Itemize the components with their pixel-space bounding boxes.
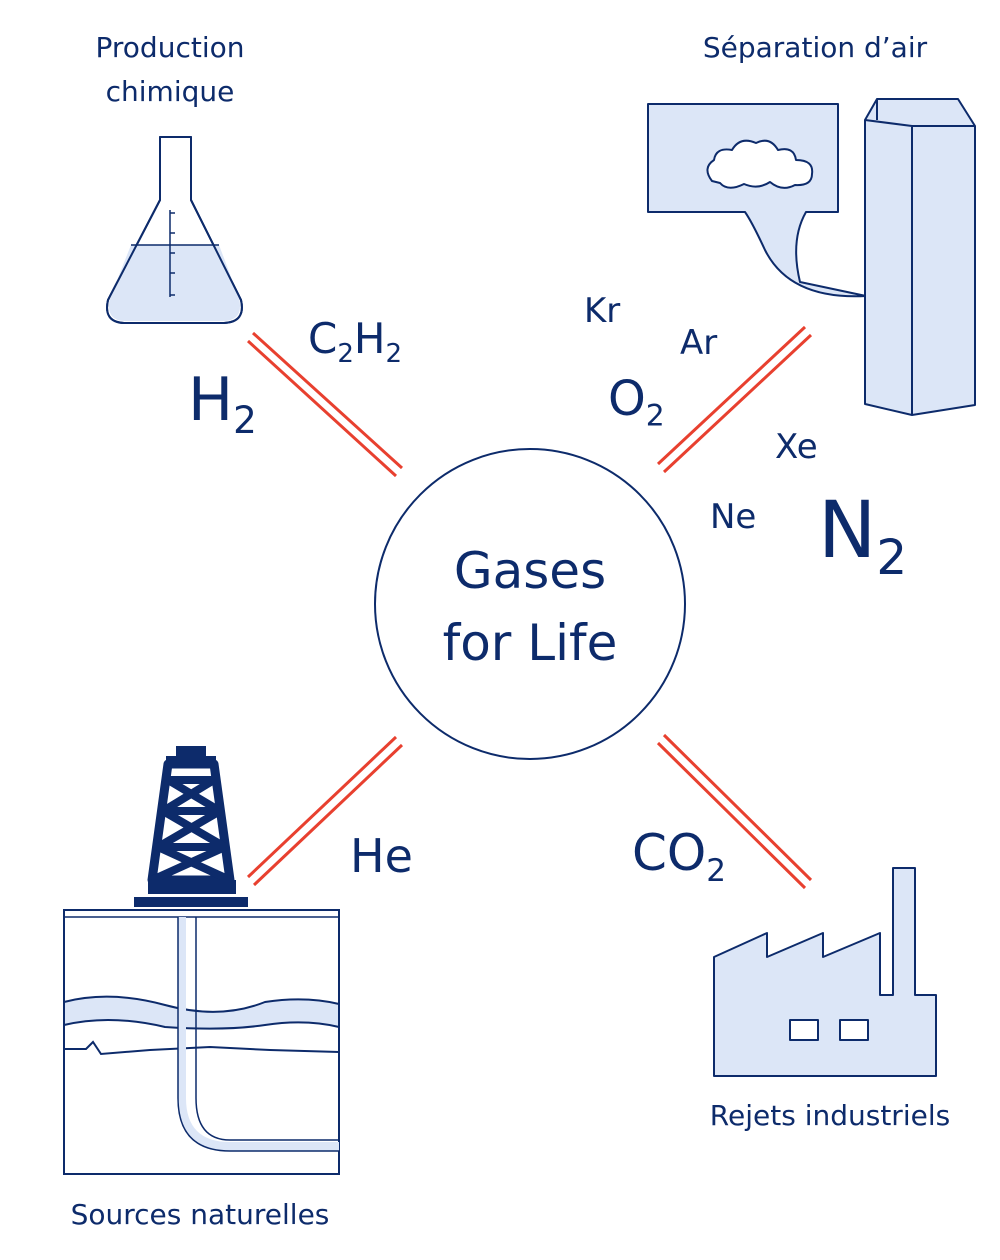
center-title: Gases for Life — [375, 535, 685, 679]
center-circle — [374, 448, 686, 760]
separation-air-label: Séparation d’air — [702, 31, 928, 64]
connector-bottom-left — [246, 735, 404, 887]
gas-o2: O2 — [608, 371, 665, 434]
production-label-line2: chimique — [105, 75, 235, 108]
gas-ne: Ne — [710, 497, 757, 537]
gas-kr: Kr — [584, 291, 621, 331]
gas-c2h2: C2H2 — [308, 314, 403, 370]
gas-h2: H2 — [188, 365, 257, 443]
gas-he: He — [350, 829, 413, 883]
connector-top-left — [246, 331, 404, 478]
connector-top-right — [656, 325, 813, 474]
connector-lines — [246, 325, 813, 890]
gas-co2: CO2 — [632, 824, 727, 889]
flask-icon — [106, 136, 243, 324]
factory-icon — [713, 867, 937, 1077]
production-label-line1: Production — [95, 31, 245, 64]
air-separation-icon — [647, 98, 976, 416]
oil-derrick-icon — [134, 746, 248, 907]
sources-naturelles-label: Sources naturelles — [70, 1198, 330, 1231]
gas-n2: N2 — [818, 486, 908, 586]
ground-section-icon — [63, 909, 340, 1175]
gas-xe: Xe — [775, 427, 818, 467]
connector-bottom-right — [656, 733, 813, 890]
center-title-line2: for Life — [442, 614, 618, 672]
center-title-line1: Gases — [453, 542, 607, 600]
rejets-industriels-label: Rejets industriels — [709, 1099, 951, 1132]
gas-ar: Ar — [680, 323, 718, 363]
production-chimique-label: Production chimique — [70, 26, 270, 114]
